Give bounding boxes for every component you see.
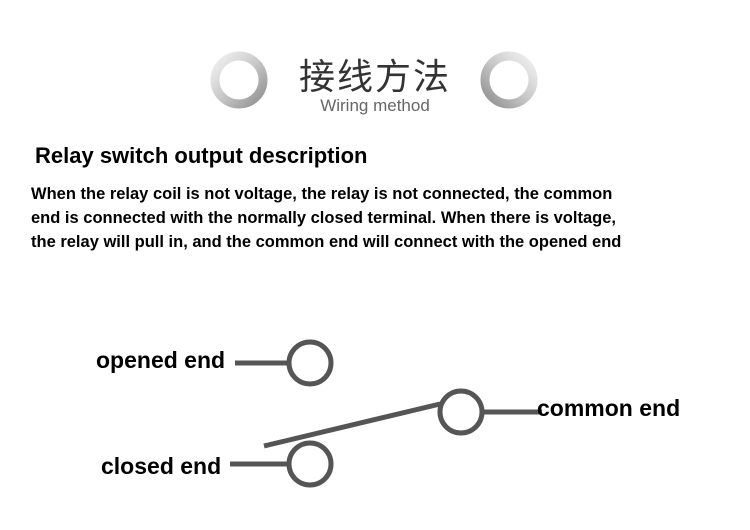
description-text: When the relay coil is not voltage, the … (31, 182, 746, 254)
opened-end-terminal (286, 339, 334, 387)
decorative-ring-left-icon (210, 51, 268, 109)
section-heading: Relay switch output description (35, 143, 368, 168)
switch-arm (263, 401, 441, 449)
decorative-ring-right-icon (480, 51, 538, 109)
page-title-chinese: 接线方法 (298, 57, 451, 98)
relay-switch-diagram: opened end closed end common end (0, 320, 750, 520)
common-end-label: common end (537, 395, 681, 421)
description-line: end is connected with the normally close… (31, 209, 616, 227)
relay-switch-schematic (230, 339, 542, 488)
closed-end-label: closed end (101, 453, 222, 479)
description-line: When the relay coil is not voltage, the … (31, 185, 613, 203)
opened-end-label: opened end (96, 347, 226, 373)
closed-end-terminal (286, 440, 334, 488)
common-end-terminal (437, 388, 485, 436)
description-line: the relay will pull in, and the common e… (31, 233, 622, 251)
page-subtitle-english: Wiring method (320, 96, 430, 115)
